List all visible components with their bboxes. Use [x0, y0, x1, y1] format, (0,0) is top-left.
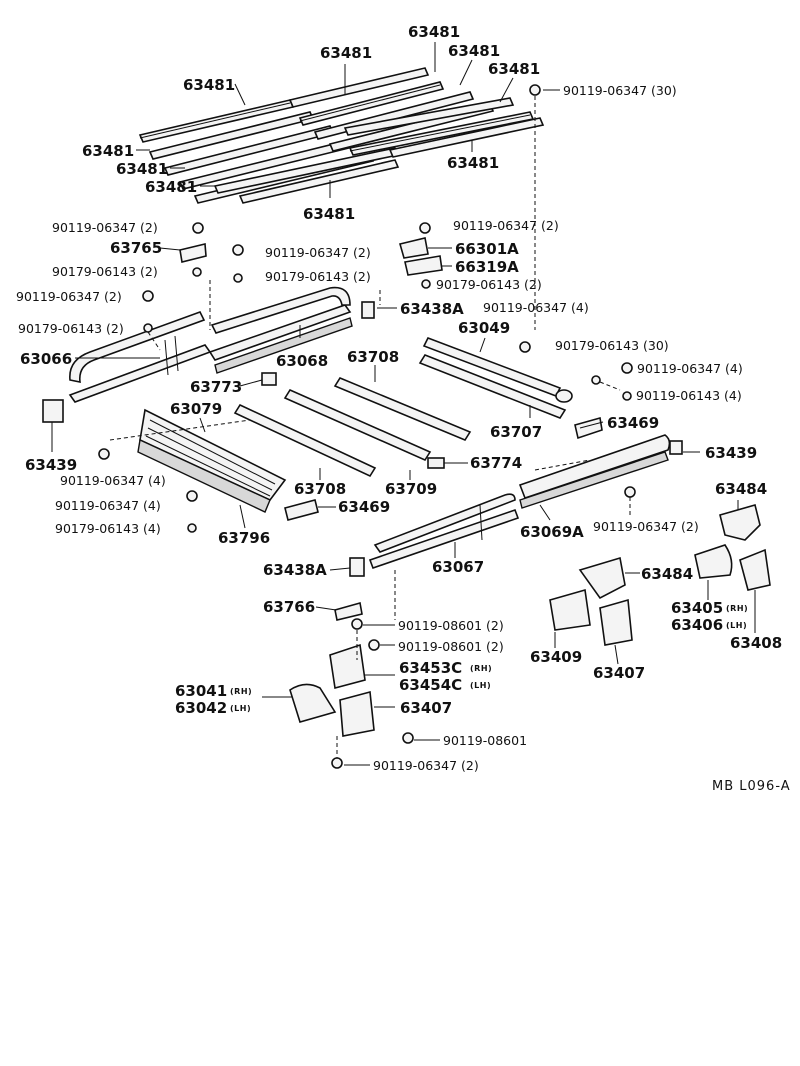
callout-63438a-bot: 63438A — [263, 561, 327, 579]
callout-63405-side: (RH) — [726, 604, 748, 613]
callout-bolt-lower-2: 90119-06347 (2) — [593, 519, 699, 534]
callout-63407-right: 63407 — [593, 664, 645, 682]
callout-bolt-top-30: 90119-06347 (30) — [563, 83, 677, 98]
rail-63069a — [518, 434, 671, 509]
callout-63708-top: 63708 — [347, 348, 399, 366]
callout-63067: 63067 — [432, 558, 484, 576]
assembly-lines — [109, 96, 631, 758]
callout-63774: 63774 — [470, 454, 522, 472]
callout-63042: 63042 — [175, 699, 227, 717]
callout-nut-left-4: 90179-06143 (4) — [55, 521, 161, 536]
callout-63454c: 63454C — [399, 676, 462, 694]
callout-63481-h: 63481 — [145, 178, 197, 196]
callout-63484-top: 63484 — [715, 480, 767, 498]
leader-lines — [51, 42, 756, 766]
callout-63408: 63408 — [730, 634, 782, 652]
callout-labels: 63481 63481 63481 63481 63481 63481 6348… — [16, 23, 791, 794]
callout-63068: 63068 — [276, 352, 328, 370]
callout-bolt-08601-2a: 90119-08601 (2) — [398, 618, 504, 633]
callout-63405: 63405 — [671, 599, 723, 617]
callout-63453c-side: (RH) — [470, 664, 492, 673]
callout-63481-f: 63481 — [82, 142, 134, 160]
callout-63796: 63796 — [218, 529, 270, 547]
callout-63481-j: 63481 — [303, 205, 355, 223]
callout-bolt-08601-2b: 90119-08601 (2) — [398, 639, 504, 654]
callout-bolt-right-2: 90119-06347 (2) — [453, 218, 559, 233]
callout-63707: 63707 — [490, 423, 542, 441]
callout-63481-a: 63481 — [183, 76, 235, 94]
callout-63481-i: 63481 — [447, 154, 499, 172]
rail-63067 — [368, 493, 520, 570]
callout-bolt-left-4b: 90119-06347 (4) — [55, 498, 161, 513]
callout-63773: 63773 — [190, 378, 242, 396]
side-step-63079 — [137, 408, 287, 513]
callout-63066: 63066 — [20, 350, 72, 368]
callout-63439-left: 63439 — [25, 456, 77, 474]
callout-63481-g: 63481 — [116, 160, 168, 178]
fasteners — [98, 84, 636, 769]
callout-66319a: 66319A — [455, 258, 519, 276]
rail-63049 — [418, 336, 573, 419]
callout-63469-mid: 63469 — [338, 498, 390, 516]
callout-63709: 63709 — [385, 480, 437, 498]
callout-63469-right: 63469 — [607, 414, 659, 432]
callout-nut-right-2: 90179-06143 (2) — [436, 277, 542, 292]
callout-bolt-left-2b: 90119-06347 (2) — [16, 289, 122, 304]
callout-bolt-08601: 90119-08601 — [443, 733, 527, 748]
callout-63041: 63041 — [175, 682, 227, 700]
callout-63765: 63765 — [110, 239, 162, 257]
callout-63454c-side: (LH) — [470, 681, 491, 690]
callout-63406: 63406 — [671, 616, 723, 634]
callout-63041-side: (RH) — [230, 687, 252, 696]
callout-63481-b: 63481 — [320, 44, 372, 62]
callout-nut-mid-2: 90179-06143 (2) — [265, 269, 371, 284]
callout-bolt-mid-2: 90119-06347 (2) — [265, 245, 371, 260]
callout-63766: 63766 — [263, 598, 315, 616]
callout-bolt-right-4a: 90119-06347 (4) — [483, 300, 589, 315]
callout-nut-left-2a: 90179-06143 (2) — [52, 264, 158, 279]
callout-63484-mid: 63484 — [641, 565, 693, 583]
callout-63438a-top: 63438A — [400, 300, 464, 318]
callout-63453c: 63453C — [399, 659, 462, 677]
callout-63069a: 63069A — [520, 523, 584, 541]
callout-63481-e: 63481 — [488, 60, 540, 78]
callout-63049: 63049 — [458, 319, 510, 337]
rail-63068 — [208, 286, 353, 374]
callout-63407-bot: 63407 — [400, 699, 452, 717]
callout-66301a: 66301A — [455, 240, 519, 258]
callout-63406-side: (LH) — [726, 621, 747, 630]
callout-nut-right-30: 90179-06143 (30) — [555, 338, 669, 353]
callout-63042-side: (LH) — [230, 704, 251, 713]
callout-bolt-left-2a: 90119-06347 (2) — [52, 220, 158, 235]
roof-strips — [138, 67, 545, 204]
callout-screw-right-4: 90119-06143 (4) — [636, 388, 742, 403]
callout-63481-c: 63481 — [408, 23, 460, 41]
callout-bolt-bottom-2: 90119-06347 (2) — [373, 758, 479, 773]
callout-63409: 63409 — [530, 648, 582, 666]
callout-63481-d: 63481 — [448, 42, 500, 60]
crossmembers — [233, 377, 472, 478]
callout-bolt-right-4b: 90119-06347 (4) — [637, 361, 743, 376]
reference-code: MB L096-A — [712, 779, 791, 794]
callout-63079: 63079 — [170, 400, 222, 418]
callout-63708-bot: 63708 — [294, 480, 346, 498]
callout-bolt-left-4a: 90119-06347 (4) — [60, 473, 166, 488]
brackets — [42, 237, 771, 737]
callout-nut-left-2b: 90179-06143 (2) — [18, 321, 124, 336]
callout-63439-right: 63439 — [705, 444, 757, 462]
